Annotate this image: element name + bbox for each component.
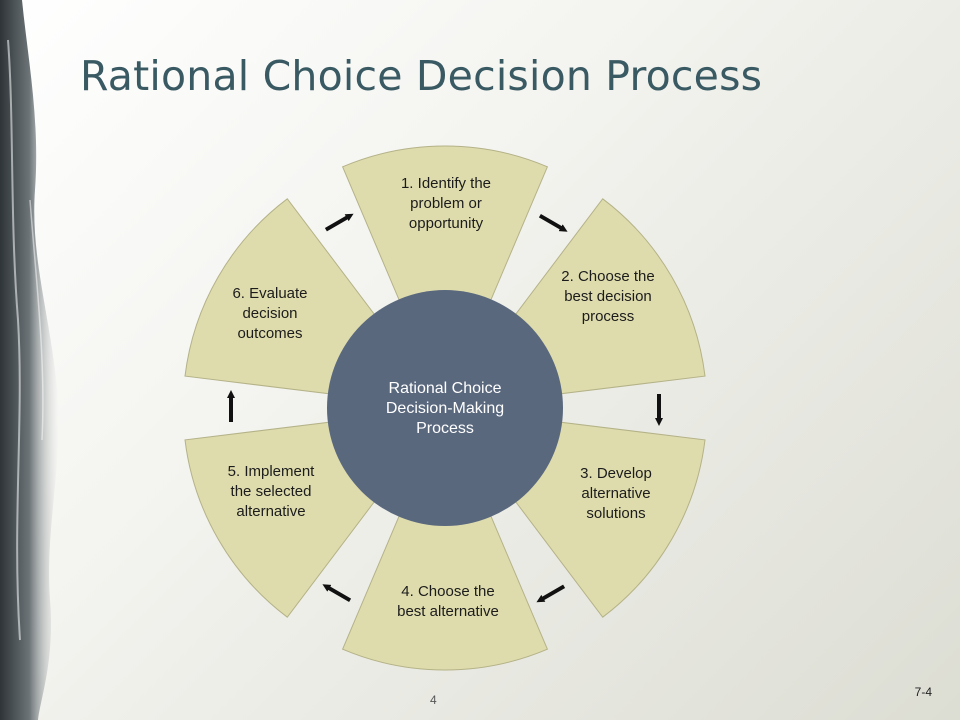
page-number: 4	[430, 693, 437, 707]
step-label-line: solutions	[586, 505, 645, 522]
step-label-line: opportunity	[409, 215, 484, 232]
center-hub	[327, 290, 563, 526]
water-splash-decoration	[0, 0, 59, 720]
step-label-line: 2. Choose the	[561, 268, 654, 285]
step-label-line: 1. Identify the	[401, 175, 491, 192]
step-label-line: alternative	[581, 485, 650, 502]
cycle-arrow-3	[536, 584, 566, 603]
step-label-line: best alternative	[397, 603, 499, 620]
step-label-line: 6. Evaluate	[232, 285, 307, 302]
slide-title: Rational Choice Decision Process	[80, 52, 763, 100]
step-label-line: 3. Develop	[580, 465, 652, 482]
center-hub-line: Decision-Making	[386, 400, 504, 417]
cycle-arrow-1	[538, 213, 568, 232]
step-label-1: 1. Identify the problem or opportunity	[401, 175, 491, 232]
step-label-3: 3. Develop alternative solutions	[580, 465, 652, 522]
step-label-line: 5. Implement	[228, 463, 316, 480]
step-label-2: 2. Choose the best decision process	[561, 268, 654, 325]
step-label-line: decision	[242, 305, 297, 322]
step-segment-4	[341, 406, 549, 671]
step-label-line: problem or	[410, 195, 482, 212]
step-label-line: outcomes	[237, 325, 302, 342]
step-segment-1	[341, 145, 549, 410]
step-label-line: the selected	[231, 483, 312, 500]
step-label-line: alternative	[236, 503, 305, 520]
step-label-line: best decision	[564, 288, 652, 305]
step-label-line: 4. Choose the	[401, 583, 494, 600]
step-label-6: 6. Evaluate decision outcomes	[232, 285, 307, 342]
slide-code: 7-4	[914, 685, 932, 699]
cycle-arrow-6	[324, 213, 354, 232]
center-hub-line: Rational Choice	[389, 380, 502, 397]
step-label-4: 4. Choose the best alternative	[397, 583, 499, 620]
step-label-line: process	[582, 308, 635, 325]
step-label-5: 5. Implement the selected alternative	[228, 463, 316, 520]
cycle-arrow-4	[322, 584, 352, 603]
center-hub-line: Process	[416, 420, 474, 437]
